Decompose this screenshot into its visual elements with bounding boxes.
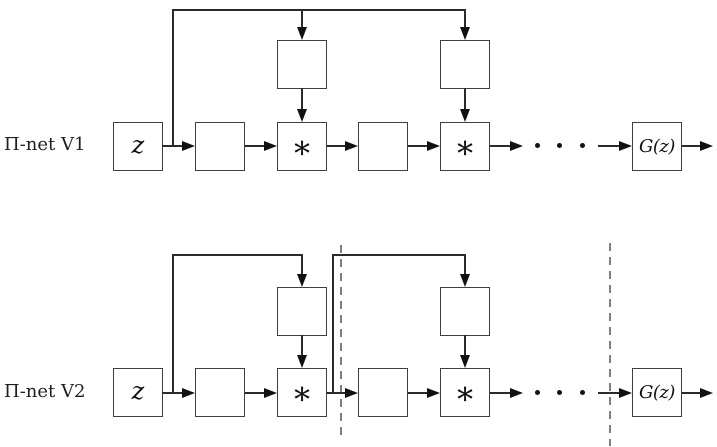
v2-arrowhead-right-icon-2 <box>264 388 277 398</box>
v2-product2-symbol: ∗ <box>454 373 476 412</box>
v2-wire-z-layer1 <box>162 392 183 394</box>
v1-arrowhead-right-icon-5 <box>510 141 523 151</box>
v2-label: Π-net V2 <box>4 381 86 402</box>
v2-arrowhead-right-icon-7 <box>700 388 713 398</box>
v1-skip-box-1 <box>277 40 327 89</box>
v1-skip2-to-product-line <box>464 88 466 110</box>
v2-skip1-drop-line <box>301 254 303 275</box>
v2-wire-layer2-product2 <box>408 392 428 394</box>
v2-skip1-top-line <box>172 254 303 256</box>
v2-skip2-top-line <box>332 254 466 256</box>
v2-skip2-arrowhead-down-icon <box>460 355 470 368</box>
v2-arrowhead-right-icon-1 <box>182 388 195 398</box>
v1-wire-ellipsis-output <box>598 145 620 147</box>
v1-product2-symbol: ∗ <box>454 127 476 166</box>
v2-product1-symbol: ∗ <box>291 373 313 412</box>
v1-label: Π-net V1 <box>4 134 86 155</box>
v1-wire-z-layer1 <box>162 145 183 147</box>
v1-skip-trunk-line <box>172 9 174 147</box>
v1-skip-top-line <box>172 9 466 11</box>
v1-arrowhead-right-icon-1 <box>182 141 195 151</box>
v1-ellipsis-dot-3 <box>580 143 585 148</box>
v1-skip-drop2-arrowhead-down-icon <box>460 27 470 40</box>
v1-wire-layer2-product2 <box>408 145 428 147</box>
v1-product2-box: ∗ <box>440 122 490 171</box>
v1-layer2-box <box>358 122 408 171</box>
v2-layer1-box <box>195 368 245 417</box>
v2-ellipsis-dot-1 <box>535 390 540 395</box>
v2-product1-box: ∗ <box>277 368 327 417</box>
v2-skip1-drop-arrowhead-down-icon <box>297 274 307 287</box>
v2-skip-box-2 <box>440 287 490 336</box>
v1-skip-drop1-line <box>301 9 303 28</box>
v1-skip2-arrowhead-down-icon <box>460 109 470 122</box>
v2-output-symbol: G(z) <box>639 381 675 403</box>
v1-output-symbol: G(z) <box>639 135 675 157</box>
v2-skip1-trunk-line <box>172 254 174 393</box>
v2-block-separator-dashed-line-1 <box>340 245 342 441</box>
v1-product1-symbol: ∗ <box>291 127 313 166</box>
v2-skip1-arrowhead-down-icon <box>297 355 307 368</box>
v1-ellipsis-dot-2 <box>557 143 562 148</box>
v2-wire-ellipsis-output <box>598 392 620 394</box>
v2-skip-box-1 <box>277 287 327 336</box>
v1-wire-layer1-product1 <box>245 145 265 147</box>
v1-skip1-arrowhead-down-icon <box>297 109 307 122</box>
v1-wire-product2-ellipsis <box>490 145 511 147</box>
v1-product1-box: ∗ <box>277 122 327 171</box>
v2-skip2-to-product-line <box>464 335 466 356</box>
v1-skip-drop1-arrowhead-down-icon <box>297 27 307 40</box>
v2-wire-output-final <box>682 392 701 394</box>
v2-skip1-to-product-line <box>301 335 303 356</box>
v2-skip2-drop-arrowhead-down-icon <box>460 274 470 287</box>
v1-input-symbol: z <box>131 131 145 159</box>
v2-wire-product1-layer2 <box>327 392 346 394</box>
v2-arrowhead-right-icon-4 <box>427 388 440 398</box>
v2-wire-product2-ellipsis <box>490 392 511 394</box>
v1-layer1-box <box>195 122 245 171</box>
v2-arrowhead-right-icon-3 <box>345 388 358 398</box>
v2-wire-layer1-product1 <box>245 392 265 394</box>
v1-arrowhead-right-icon-4 <box>427 141 440 151</box>
v2-arrowhead-right-icon-6 <box>619 388 632 398</box>
v1-skip1-to-product-line <box>301 88 303 110</box>
v1-input-box: z <box>113 122 163 171</box>
v2-input-symbol: z <box>131 377 145 405</box>
v2-input-box: z <box>113 368 163 417</box>
v2-layer2-box <box>358 368 408 417</box>
v1-wire-output-final <box>682 145 701 147</box>
v1-skip-drop2-line <box>464 9 466 28</box>
v1-arrowhead-right-icon-6 <box>619 141 632 151</box>
v1-arrowhead-right-icon-2 <box>264 141 277 151</box>
v2-ellipsis-dot-3 <box>580 390 585 395</box>
v1-arrowhead-right-icon-3 <box>345 141 358 151</box>
v1-arrowhead-right-icon-7 <box>700 141 713 151</box>
v1-wire-product1-layer2 <box>327 145 346 147</box>
v2-ellipsis-dot-2 <box>557 390 562 395</box>
v2-block-separator-dashed-line-2 <box>609 243 611 446</box>
v2-product2-box: ∗ <box>440 368 490 417</box>
v2-arrowhead-right-icon-5 <box>510 388 523 398</box>
v2-output-box: G(z) <box>632 368 682 417</box>
v2-skip2-trunk-line <box>332 254 334 393</box>
v1-ellipsis-dot-1 <box>535 143 540 148</box>
v2-skip2-drop-line <box>464 254 466 275</box>
v1-skip-box-2 <box>440 40 490 89</box>
v1-output-box: G(z) <box>632 122 682 171</box>
